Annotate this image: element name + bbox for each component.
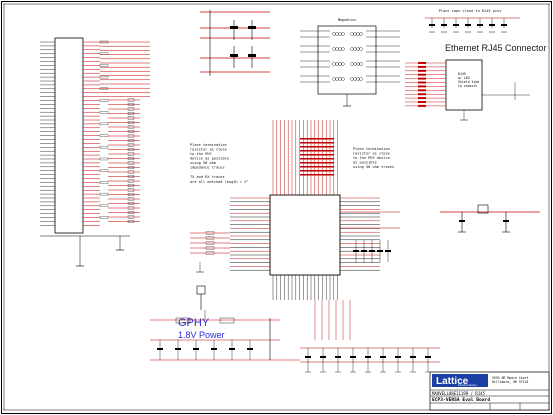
tb-address-1: 5555 NE Moore Court — [492, 376, 529, 380]
rj45-label: Shield tied — [458, 80, 479, 84]
note-left-line: using 50 ohm — [190, 161, 216, 165]
bottom-cap-bank — [300, 347, 440, 373]
right-resistor-net — [440, 204, 540, 233]
title-block: Lattice Semiconductor 5555 NE Moore Cour… — [429, 371, 550, 411]
note-left-line: to the PHY — [190, 152, 212, 156]
note-left-line: device as possible — [190, 157, 229, 161]
rj45-block: Place caps close to RJ45 pins Ethernet R… — [405, 9, 547, 121]
tb-address-2: Hillsboro, OR 97124 — [492, 380, 529, 384]
phy-chip — [230, 120, 400, 340]
note-right-line: to the PHY device — [353, 156, 390, 160]
note-right-line: resistor as close — [353, 152, 390, 156]
note-right-line: Place termination — [353, 147, 390, 151]
tb-subtitle: MARVELL88E1119R / RJ45 — [432, 391, 486, 396]
tx-rx-note-line: are all matched length < 2" — [190, 180, 248, 184]
magnetics-block: Magnetics — [300, 18, 400, 107]
rj45-cap-note: Place caps close to RJ45 pins — [439, 9, 502, 13]
note-right-line: using 50 ohm traces — [353, 165, 394, 169]
note-left-line: resistor as close — [190, 148, 227, 152]
note-left-line: Place termination — [190, 143, 227, 147]
magnetics-label: Magnetics — [338, 18, 356, 22]
gphy-power: GPHY 1.8V Power — [150, 285, 300, 361]
ethernet-title: Ethernet RJ45 Connector — [445, 43, 547, 53]
svg-text:Semiconductor: Semiconductor — [458, 383, 477, 387]
left-connector — [40, 37, 150, 267]
top-cap-bank — [200, 10, 270, 76]
tx-rx-note-line: TX and RX traces — [190, 175, 225, 179]
tb-sheet-name: ECP3-VERSA Eval Board — [432, 397, 490, 403]
rj45-label: RJ45 — [458, 72, 466, 76]
svg-text:Lattice: Lattice — [436, 376, 469, 387]
note-left-line: impedance traces — [190, 166, 225, 170]
lattice-logo — [432, 374, 488, 387]
note-right-line: as possible — [353, 161, 377, 165]
left-mid-nets — [190, 231, 230, 273]
rj45-label: w/ LED — [458, 76, 470, 80]
rj45-label: to chassis — [458, 84, 477, 88]
gphy-subtitle: 1.8V Power — [178, 330, 225, 340]
